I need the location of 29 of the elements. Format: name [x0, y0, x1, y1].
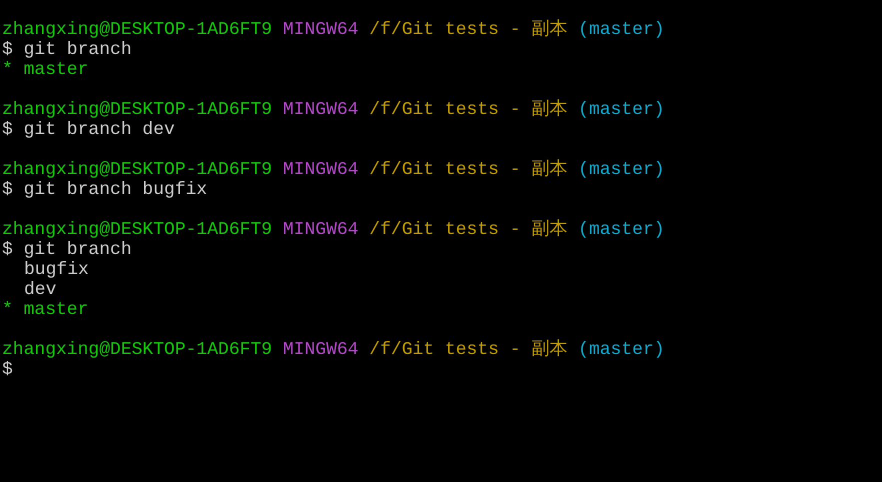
command-text: $ git branch — [2, 40, 132, 60]
branch-name-text: (master) — [578, 160, 665, 180]
command-text: $ git branch bugfix — [2, 180, 208, 200]
command-text: $ — [2, 360, 13, 380]
path-text: /f/Git tests - 副本 — [369, 220, 568, 240]
command-text: $ git branch dev — [2, 120, 175, 140]
path-text: /f/Git tests - 副本 — [369, 160, 568, 180]
user-host-text: zhangxing@DESKTOP-1AD6FT9 — [2, 160, 272, 180]
path-text: /f/Git tests - 副本 — [369, 100, 568, 120]
current-branch-text: * master — [2, 60, 88, 80]
branch-name-text: (master) — [578, 20, 665, 40]
command-text: $ git branch — [2, 240, 132, 260]
user-host-text: zhangxing@DESKTOP-1AD6FT9 — [2, 220, 272, 240]
output-text: dev — [24, 280, 56, 300]
branch-name-text: (master) — [578, 100, 665, 120]
current-branch-text: * master — [2, 300, 88, 320]
shell-name-text: MINGW64 — [282, 220, 358, 240]
output-text: bugfix — [24, 260, 89, 280]
shell-name-text: MINGW64 — [282, 340, 358, 360]
branch-name-text: (master) — [578, 340, 665, 360]
branch-name-text: (master) — [578, 220, 665, 240]
shell-name-text: MINGW64 — [282, 160, 358, 180]
user-host-text: zhangxing@DESKTOP-1AD6FT9 — [2, 100, 272, 120]
user-host-text: zhangxing@DESKTOP-1AD6FT9 — [2, 20, 272, 40]
shell-name-text: MINGW64 — [282, 20, 358, 40]
shell-name-text: MINGW64 — [282, 100, 358, 120]
path-text: /f/Git tests - 副本 — [369, 340, 568, 360]
user-host-text: zhangxing@DESKTOP-1AD6FT9 — [2, 340, 272, 360]
path-text: /f/Git tests - 副本 — [369, 20, 568, 40]
